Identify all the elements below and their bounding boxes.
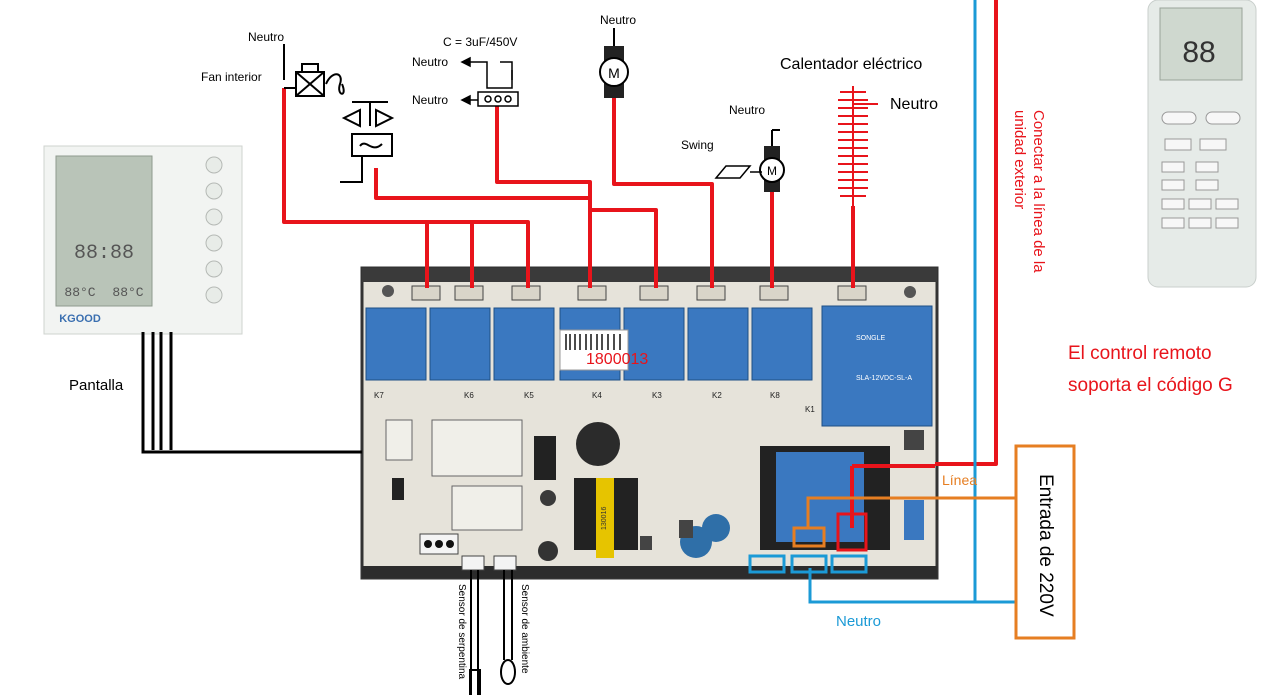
valve-icon [340,101,395,183]
remote-note-line2: soporta el código G [1068,375,1233,396]
svg-text:K2: K2 [712,391,722,400]
neutro-fan-label: Neutro [248,30,285,44]
motor-icon: M [599,28,629,98]
conectar-line2: unidad exterior [1011,110,1028,210]
neutro-heater-label: Neutro [890,96,939,113]
fan-interior-icon [283,44,345,97]
neutro-swing-label: Neutro [729,103,766,117]
heater-icon [838,86,878,206]
input-220v-box [1014,444,1076,640]
thermostat-brand: KGOOD [59,313,101,325]
sensor-probes [469,570,516,695]
line-terminal [836,512,868,552]
conectar-line1: Conectar a la línea de la [1030,110,1047,273]
remote-note-line1: El control remoto [1068,343,1212,364]
sensor-serpentin-label: Sensor de serpentina [456,584,467,680]
display-cable [141,332,362,454]
svg-text:K4: K4 [592,391,602,400]
remote-digits: 88 [1182,36,1215,69]
svg-text:130016: 130016 [601,507,608,530]
neutral-terminals [748,554,868,574]
svg-text:K3: K3 [652,391,662,400]
neutro-motor-label: Neutro [600,13,637,27]
sensor-ambiente-label: Sensor de ambiente [519,584,530,674]
thermostat-big-digits: 88:88 [74,242,134,265]
pantalla-label: Pantalla [69,377,124,394]
svg-text:88°C: 88°C [64,285,95,300]
swing-motor-icon: M [714,129,785,192]
blue-wires [808,0,1018,604]
barcode-number: 1800013 [586,351,648,368]
line-wire [792,496,1018,548]
neutro-cap1-label: Neutro [412,55,449,69]
swing-label: Swing [681,138,714,152]
svg-text:M: M [767,164,777,178]
svg-text:SONGLE: SONGLE [856,335,886,342]
capacitor-label: C = 3uF/450V [443,35,518,49]
svg-text:88°C: 88°C [112,285,143,300]
svg-text:K7: K7 [374,391,384,400]
svg-text:K1: K1 [805,405,815,414]
svg-text:M: M [608,65,620,81]
neutro-bottom-label: Neutro [836,613,882,630]
svg-text:K5: K5 [524,391,534,400]
svg-text:K8: K8 [770,391,780,400]
remote-control: 88 [1147,0,1257,288]
capacitor-icon [460,56,519,107]
entrada-220v-label: Entrada de 220V [1035,474,1056,617]
red-wires [282,0,998,528]
calentador-label: Calentador eléctrico [780,56,923,73]
fan-interior-label: Fan interior [201,70,262,84]
control-board: SLA-12VDC-SL-A SONGLE 1800013 K7 K6 K5 K… [360,266,939,580]
linea-label: Línea [942,472,978,488]
thermostat-display: 88:88 88°C 88°C KGOOD [43,145,243,335]
svg-text:SLA-12VDC-SL-A: SLA-12VDC-SL-A [856,375,912,382]
neutro-cap2-label: Neutro [412,93,449,107]
svg-text:K6: K6 [464,391,474,400]
